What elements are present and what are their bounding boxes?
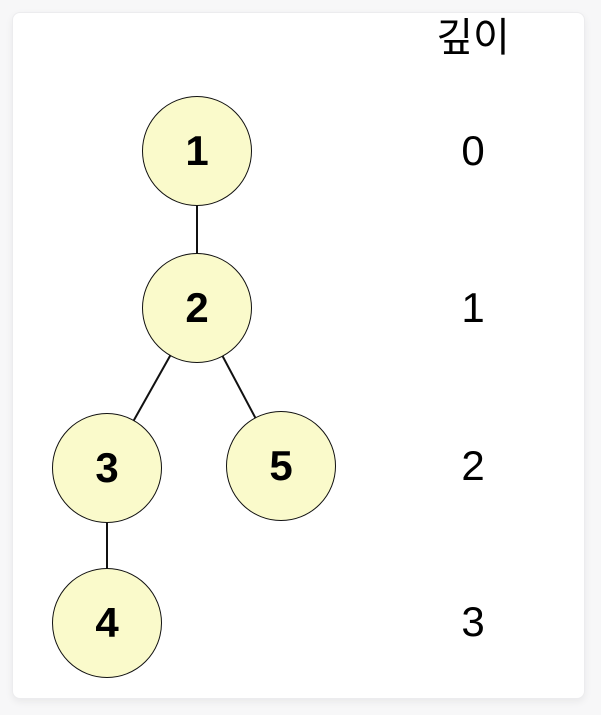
depth-value-0: 0 xyxy=(461,127,485,174)
tree-node-4: 4 xyxy=(52,568,162,678)
tree-node-label: 2 xyxy=(185,284,209,331)
depth-value-2: 2 xyxy=(461,442,485,489)
depth-value-1: 1 xyxy=(461,284,485,331)
tree-node-label: 5 xyxy=(269,442,293,489)
tree-node-label: 1 xyxy=(185,127,209,174)
depth-value-3: 3 xyxy=(461,598,485,645)
tree-node-3: 3 xyxy=(52,413,162,523)
tree-node-1: 1 xyxy=(142,96,252,206)
tree-node-2: 2 xyxy=(142,253,252,363)
tree-node-label: 4 xyxy=(95,599,119,646)
tree-node-5: 5 xyxy=(226,411,336,521)
tree-node-label: 3 xyxy=(95,444,119,491)
depth-column-header: 깊이 xyxy=(436,16,510,60)
